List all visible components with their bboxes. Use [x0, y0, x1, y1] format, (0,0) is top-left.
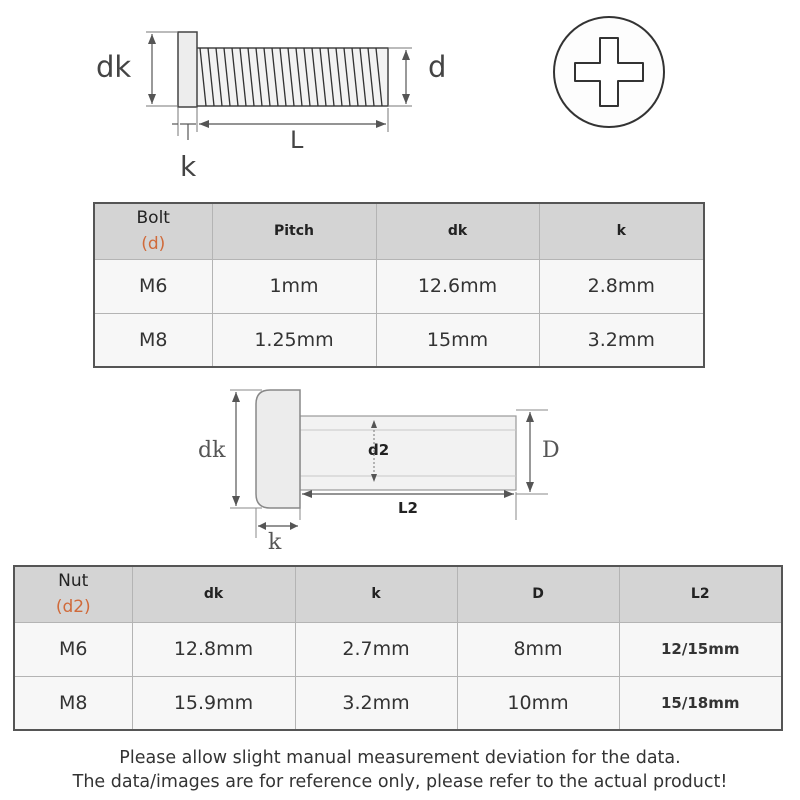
bolt-size-cell: M6	[93, 258, 213, 314]
label-d: d	[428, 50, 447, 84]
table-row: M6 12.8mm 2.7mm 8mm 12/15mm	[13, 621, 783, 677]
table-cell: 15/18mm	[618, 675, 783, 731]
label-dk: dk	[96, 50, 132, 84]
bolt-header-sub: (d)	[141, 234, 166, 255]
table-cell: 12.6mm	[375, 258, 540, 314]
table-cell: 1.25mm	[211, 312, 377, 368]
label-d2: d2	[368, 441, 390, 459]
nut-size-cell: M6	[13, 621, 133, 677]
label-k-2: k	[268, 530, 282, 555]
label-dk-2: dk	[198, 438, 226, 463]
bolt-header-title: Bolt	[136, 208, 170, 229]
nut-table: Nut (d2) dk k D L2 M6 12.8mm 2.7mm 8mm 1…	[13, 565, 783, 731]
nut-col-L2: L2	[618, 565, 783, 623]
nut-header-cell: Nut (d2)	[13, 565, 133, 623]
table-cell: 2.8mm	[538, 258, 705, 314]
nut-col-k: k	[294, 565, 458, 623]
disclaimer-line-2: The data/images are for reference only, …	[72, 772, 728, 792]
table-row: M6 1mm 12.6mm 2.8mm	[93, 258, 705, 314]
bolt-threads	[199, 47, 383, 107]
label-L2: L2	[398, 499, 418, 517]
table-cell: 15.9mm	[131, 675, 296, 731]
label-k: k	[180, 150, 197, 183]
bolt-col-dk: dk	[375, 202, 540, 260]
bolt-head	[177, 31, 198, 108]
table-cell: 3.2mm	[294, 675, 458, 731]
nut-size-cell: M8	[13, 675, 133, 731]
bolt-table: Bolt (d) Pitch dk k M6 1mm 12.6mm 2.8mm …	[93, 202, 705, 368]
table-cell: 15mm	[375, 312, 540, 368]
nut-col-dk: dk	[131, 565, 296, 623]
bolt-col-pitch: Pitch	[211, 202, 377, 260]
table-row: M8 1.25mm 15mm 3.2mm	[93, 312, 705, 368]
table-cell: 3.2mm	[538, 312, 705, 368]
table-cell: 1mm	[211, 258, 377, 314]
table-cell: 10mm	[456, 675, 620, 731]
table-cell: 8mm	[456, 621, 620, 677]
nut-header-title: Nut	[58, 571, 89, 592]
bolt-size-cell: M8	[93, 312, 213, 368]
table-cell: 12/15mm	[618, 621, 783, 677]
table-cell: 2.7mm	[294, 621, 458, 677]
nut-head	[255, 389, 301, 509]
nut-shank	[299, 415, 517, 491]
disclaimer-line-1: Please allow slight manual measurement d…	[119, 748, 681, 768]
label-L: L	[290, 126, 304, 154]
table-cell: 12.8mm	[131, 621, 296, 677]
nut-header-sub: (d2)	[55, 597, 91, 618]
bolt-col-k: k	[538, 202, 705, 260]
nut-col-D: D	[456, 565, 620, 623]
table-row: M8 15.9mm 3.2mm 10mm 15/18mm	[13, 675, 783, 731]
bolt-shank	[195, 47, 389, 107]
bolt-header-cell: Bolt (d)	[93, 202, 213, 260]
label-D: D	[542, 438, 560, 463]
